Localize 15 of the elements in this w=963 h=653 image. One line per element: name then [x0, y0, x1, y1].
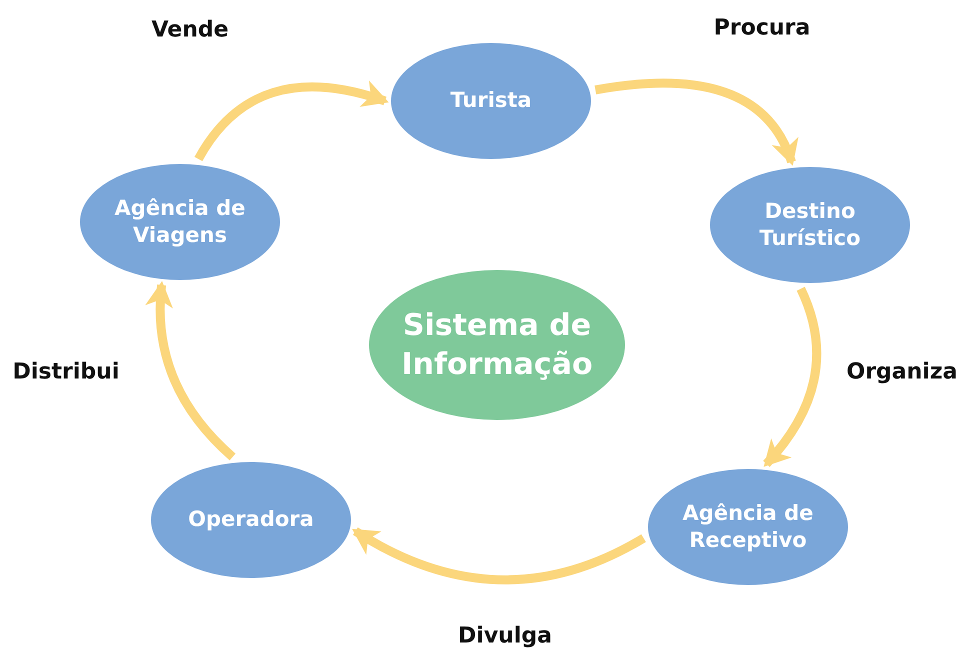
edge-label: Procura: [714, 16, 810, 40]
edge-label: Organiza: [846, 360, 958, 384]
edge-label: Distribui: [12, 360, 120, 384]
curved-arrow: [763, 286, 822, 467]
center-ellipse: Sistema de Informação: [369, 270, 625, 420]
ellipse-node: Destino Turístico: [710, 167, 910, 283]
ellipse-node: Agência de Receptivo: [648, 469, 848, 585]
ellipse-node: Agência de Viagens: [80, 164, 280, 280]
ellipse-node: Operadora: [151, 462, 351, 578]
edge-label: Divulga: [458, 624, 552, 648]
edge-label: Vende: [151, 18, 229, 42]
curved-arrow: [352, 527, 646, 584]
curved-arrow: [594, 78, 797, 166]
ellipse-node: Turista: [391, 43, 591, 159]
curved-arrow: [194, 81, 389, 162]
